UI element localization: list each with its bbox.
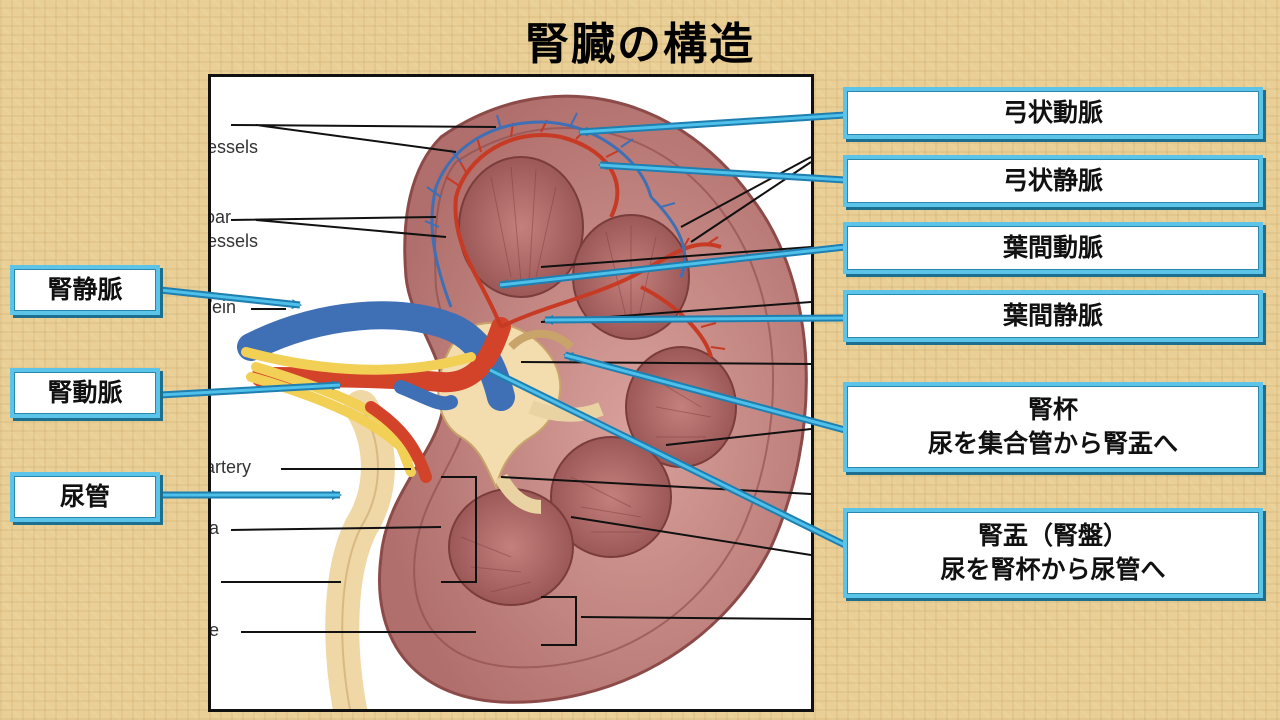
renal-calyx [528,400,604,422]
label-renal-calyx: 腎杯 尿を集合管から腎盂へ [843,382,1263,472]
label-ureter: 尿管 [10,472,160,522]
label-interlobar-artery: 葉間動脈 [843,222,1263,274]
label-arcuate-vein-text: 弓状静脈 [1002,166,1103,195]
label-arcuate-vein: 弓状静脈 [843,155,1263,207]
kidney-illustration [221,94,811,709]
image-text-fragment: artery [208,457,252,477]
image-text-fragment: essels [208,137,259,157]
label-renal-pelvis: 腎盂（腎盤） 尿を腎杯から尿管へ [843,508,1263,598]
label-renal-calyx-title: 腎杯 [1027,395,1078,424]
image-text-fragment: essels [208,231,259,251]
label-renal-artery: 腎動脈 [10,368,160,418]
image-text-fragment: a [209,518,220,538]
image-text-fragment: e [209,620,220,640]
label-arcuate-artery: 弓状動脈 [843,87,1263,139]
image-text-fragment: oar [211,207,232,227]
image-text-fragment: /ein [208,297,237,317]
label-interlobar-vein: 葉間静脈 [843,290,1263,342]
image-text-fragment: l [208,113,209,134]
label-interlobar-vein-text: 葉間静脈 [1002,301,1103,330]
renal-artery-vessel [251,317,511,393]
label-renal-vein: 腎静脈 [10,265,160,315]
label-renal-vein-text: 腎静脈 [47,275,123,304]
renal-calyx [508,329,574,350]
label-renal-pelvis-desc: 尿を腎杯から尿管へ [940,555,1166,584]
kidney-diagram-panel: l essels oar essels /ein artery a e [208,74,814,712]
label-renal-calyx-desc: 尿を集合管から腎盂へ [927,429,1178,458]
label-renal-pelvis-title: 腎盂（腎盤） [977,521,1128,550]
ureter-tube [325,390,395,709]
page-title: 腎臓の構造 [525,19,755,70]
label-renal-artery-text: 腎動脈 [47,378,123,407]
label-interlobar-artery-text: 葉間動脈 [1002,233,1103,262]
label-arcuate-artery-text: 弓状動脈 [1002,98,1103,127]
renal-pyramid [448,488,574,606]
label-ureter-text: 尿管 [59,482,110,511]
